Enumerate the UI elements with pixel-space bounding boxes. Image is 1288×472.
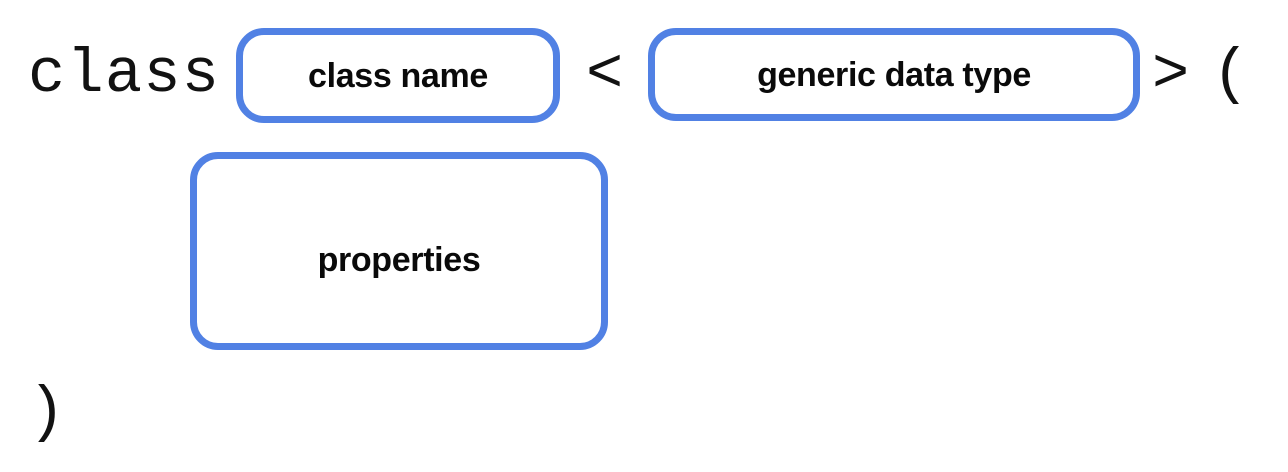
- slot-generic-data-type[interactable]: generic data type: [648, 28, 1140, 121]
- slot-class-name[interactable]: class name: [236, 28, 560, 123]
- keyword-class: class: [28, 39, 221, 110]
- generic-open-angle-bracket: <: [586, 39, 625, 110]
- slot-properties[interactable]: properties: [190, 152, 608, 350]
- paren-open: (: [1212, 39, 1251, 110]
- slot-properties-label: properties: [317, 241, 481, 279]
- paren-close: ): [28, 377, 67, 448]
- generic-close-angle-bracket: >: [1152, 39, 1191, 110]
- slot-generic-data-type-label: generic data type: [757, 55, 1031, 94]
- slot-class-name-label: class name: [308, 56, 488, 95]
